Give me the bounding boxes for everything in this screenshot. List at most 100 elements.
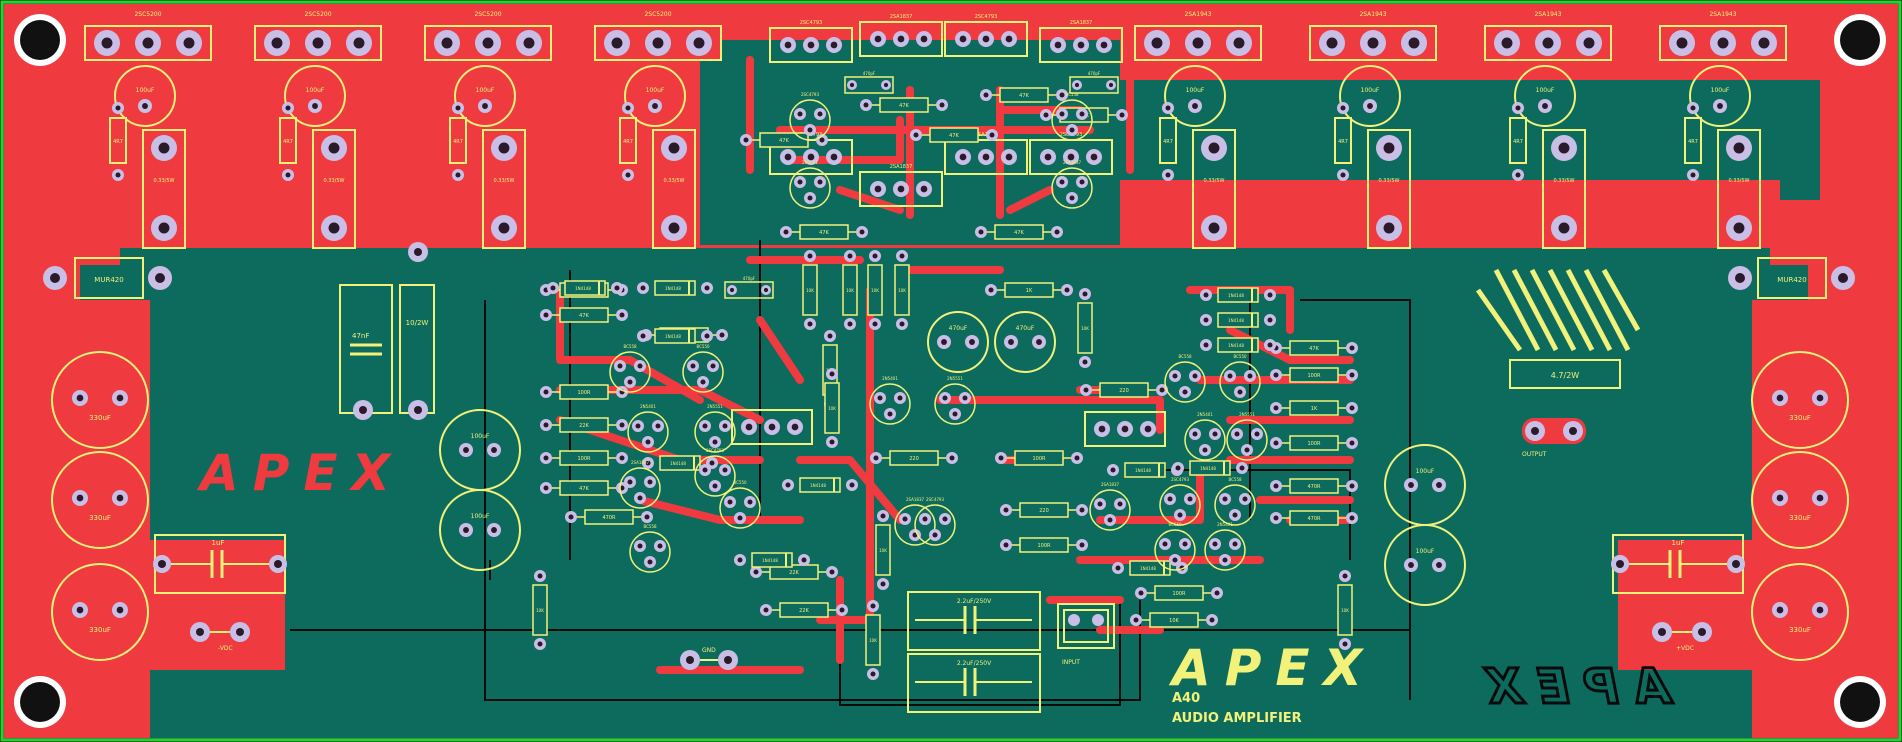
- output-inductor: [1475, 268, 1641, 352]
- film-cap-left: 1uF: [153, 534, 287, 594]
- small-transistor: BC558: [629, 524, 671, 573]
- signal-diode-label: 1N4148: [762, 558, 778, 563]
- resistor: 470R: [1270, 478, 1358, 494]
- small-transistor-label: 2SA1837: [631, 460, 650, 465]
- base-resistor-label: 4R7: [453, 139, 463, 145]
- bulk-capacitor-label: 330uF: [89, 414, 111, 422]
- vdc-minus-connector: -VDC: [190, 622, 250, 652]
- resistor-label: 100R: [577, 456, 591, 462]
- signal-diode: 1N4148: [1200, 337, 1276, 353]
- emitter-resistor: 0.33/5W: [1717, 129, 1761, 249]
- resistor-vertical: 10K: [824, 368, 840, 448]
- resistor-label: 10K: [806, 288, 814, 293]
- resistor-label: 470R: [1307, 484, 1321, 490]
- product-label: AUDIO AMPLIFIER: [1172, 711, 1302, 726]
- emitter-resistor-label: 0.33/5W: [1204, 178, 1225, 184]
- resistor-label: 22K: [799, 608, 809, 614]
- resistor-label: 10K: [871, 288, 879, 293]
- driver-transistor: 2SC4793: [769, 20, 853, 63]
- base-resistor-label: 4R7: [1688, 139, 1698, 145]
- input-label: INPUT: [1062, 659, 1080, 666]
- resistor-label: 470R: [1307, 516, 1321, 522]
- small-transistor: 2N5551: [934, 376, 976, 425]
- input-cap-label-1: 2.2uF/250V: [957, 598, 992, 605]
- resistor-vertical: 10K: [865, 600, 881, 680]
- small-transistor: BC550: [1154, 522, 1196, 571]
- small-transistor: 2SC4793: [789, 92, 831, 141]
- signal-diode-label: 1N4148: [1228, 293, 1244, 298]
- mounting-holes: [14, 14, 1886, 728]
- resistor: 1K: [1270, 400, 1358, 416]
- filter-capacitor-label: 100uF: [1416, 468, 1435, 475]
- resistor-label: 47K: [899, 103, 909, 109]
- zobel-network: 47nF 10/2W: [339, 242, 435, 420]
- power-transistor-label: 2SA1943: [1184, 11, 1211, 18]
- small-transistor: 2N5401: [1204, 522, 1246, 571]
- small-signal-parts: 2SC4793 2SA1837 2SC4793 2SA1837 2SC4793 2SA18…: [532, 14, 1358, 680]
- resistor-label: 10K: [846, 288, 854, 293]
- emitter-resistor: 0.33/5W: [652, 129, 696, 249]
- emitter-resistor: 0.33/5W: [1542, 129, 1586, 249]
- emitter-resistor-label: 0.33/5W: [1554, 178, 1575, 184]
- small-transistor-label: 2SA1837: [1063, 160, 1082, 165]
- resistor-label: 10K: [869, 638, 877, 643]
- diode-mur-right-label: MUR420: [1777, 276, 1806, 284]
- input-cap-label-2: 2.2uF/250V: [957, 660, 992, 667]
- signal-diode: 1N4148: [1172, 460, 1248, 476]
- resistor-label: 100R: [1037, 543, 1051, 549]
- signal-diode-label: 1N4148: [670, 461, 686, 466]
- logo-left: APEX: [196, 444, 404, 502]
- resistor: 22K: [760, 602, 848, 618]
- resistor: 1K: [985, 282, 1073, 298]
- bias-cap-label: 100uF: [646, 87, 665, 94]
- gnd-label: GND: [702, 647, 716, 654]
- power-transistor-label: 2SA1943: [1359, 11, 1386, 18]
- bulk-capacitor: 330uF: [1751, 351, 1849, 449]
- small-transistor: 2N5401: [869, 376, 911, 425]
- driver-transistor: 2SC4793: [944, 14, 1028, 57]
- copper-pour-right: [1618, 300, 1898, 738]
- small-transistor: 2N5401: [1184, 412, 1226, 461]
- filter-capacitor: 470uF: [927, 311, 989, 373]
- resistor-label: 220: [1119, 388, 1129, 394]
- power-transistor-label: 2SC5200: [134, 11, 161, 18]
- resistor-vertical: 10K: [1077, 288, 1093, 368]
- driver-transistor-label: 2SA1837: [1070, 20, 1093, 26]
- diode-mur-left: MUR420: [43, 257, 172, 299]
- inductor-resistor: [1509, 359, 1621, 389]
- resistor: 47K: [860, 97, 948, 113]
- diode-mur-left-label: MUR420: [94, 276, 123, 284]
- filter-capacitor: 100uF: [1384, 524, 1466, 606]
- bias-cap-label: 100uF: [1536, 87, 1555, 94]
- resistor: 100R: [1000, 537, 1088, 553]
- power-transistor-label: 2SC5200: [474, 11, 501, 18]
- small-transistor-label: 2SC4793: [1171, 477, 1190, 482]
- small-capacitor-label: 470pF: [1088, 71, 1101, 76]
- bulk-capacitor: 330uF: [51, 563, 149, 661]
- resistor: 100R: [540, 450, 628, 466]
- small-transistor: 2N5551: [789, 160, 831, 209]
- filter-capacitor-label: 100uF: [471, 433, 490, 440]
- resistor-vertical: 10K: [802, 250, 818, 330]
- emitter-resistor: 0.33/5W: [142, 129, 186, 249]
- small-transistor: 2SC4793: [694, 448, 736, 497]
- power-transistor-label: 2SA1943: [1534, 11, 1561, 18]
- driver-transistor-label: 2SA1837: [890, 14, 913, 20]
- small-transistor: BC558: [1214, 477, 1256, 526]
- resistor-label: 1K: [1026, 288, 1033, 294]
- resistor-label: 22K: [579, 423, 589, 429]
- small-transistor: BC558: [1164, 354, 1206, 403]
- filter-capacitor: 470uF: [994, 311, 1056, 373]
- signal-diode: 1N4148: [547, 280, 623, 296]
- film-cap-right: 1uF: [1611, 534, 1745, 594]
- small-transistor-label: BC558: [1065, 92, 1079, 97]
- vdc-plus-label: +VDC: [1676, 645, 1694, 652]
- resistor: 100R: [1135, 585, 1223, 601]
- emitter-resistor: 0.33/5W: [312, 129, 356, 249]
- emitter-resistor-label: 0.33/5W: [324, 178, 345, 184]
- emitter-resistor-label: 0.33/5W: [664, 178, 685, 184]
